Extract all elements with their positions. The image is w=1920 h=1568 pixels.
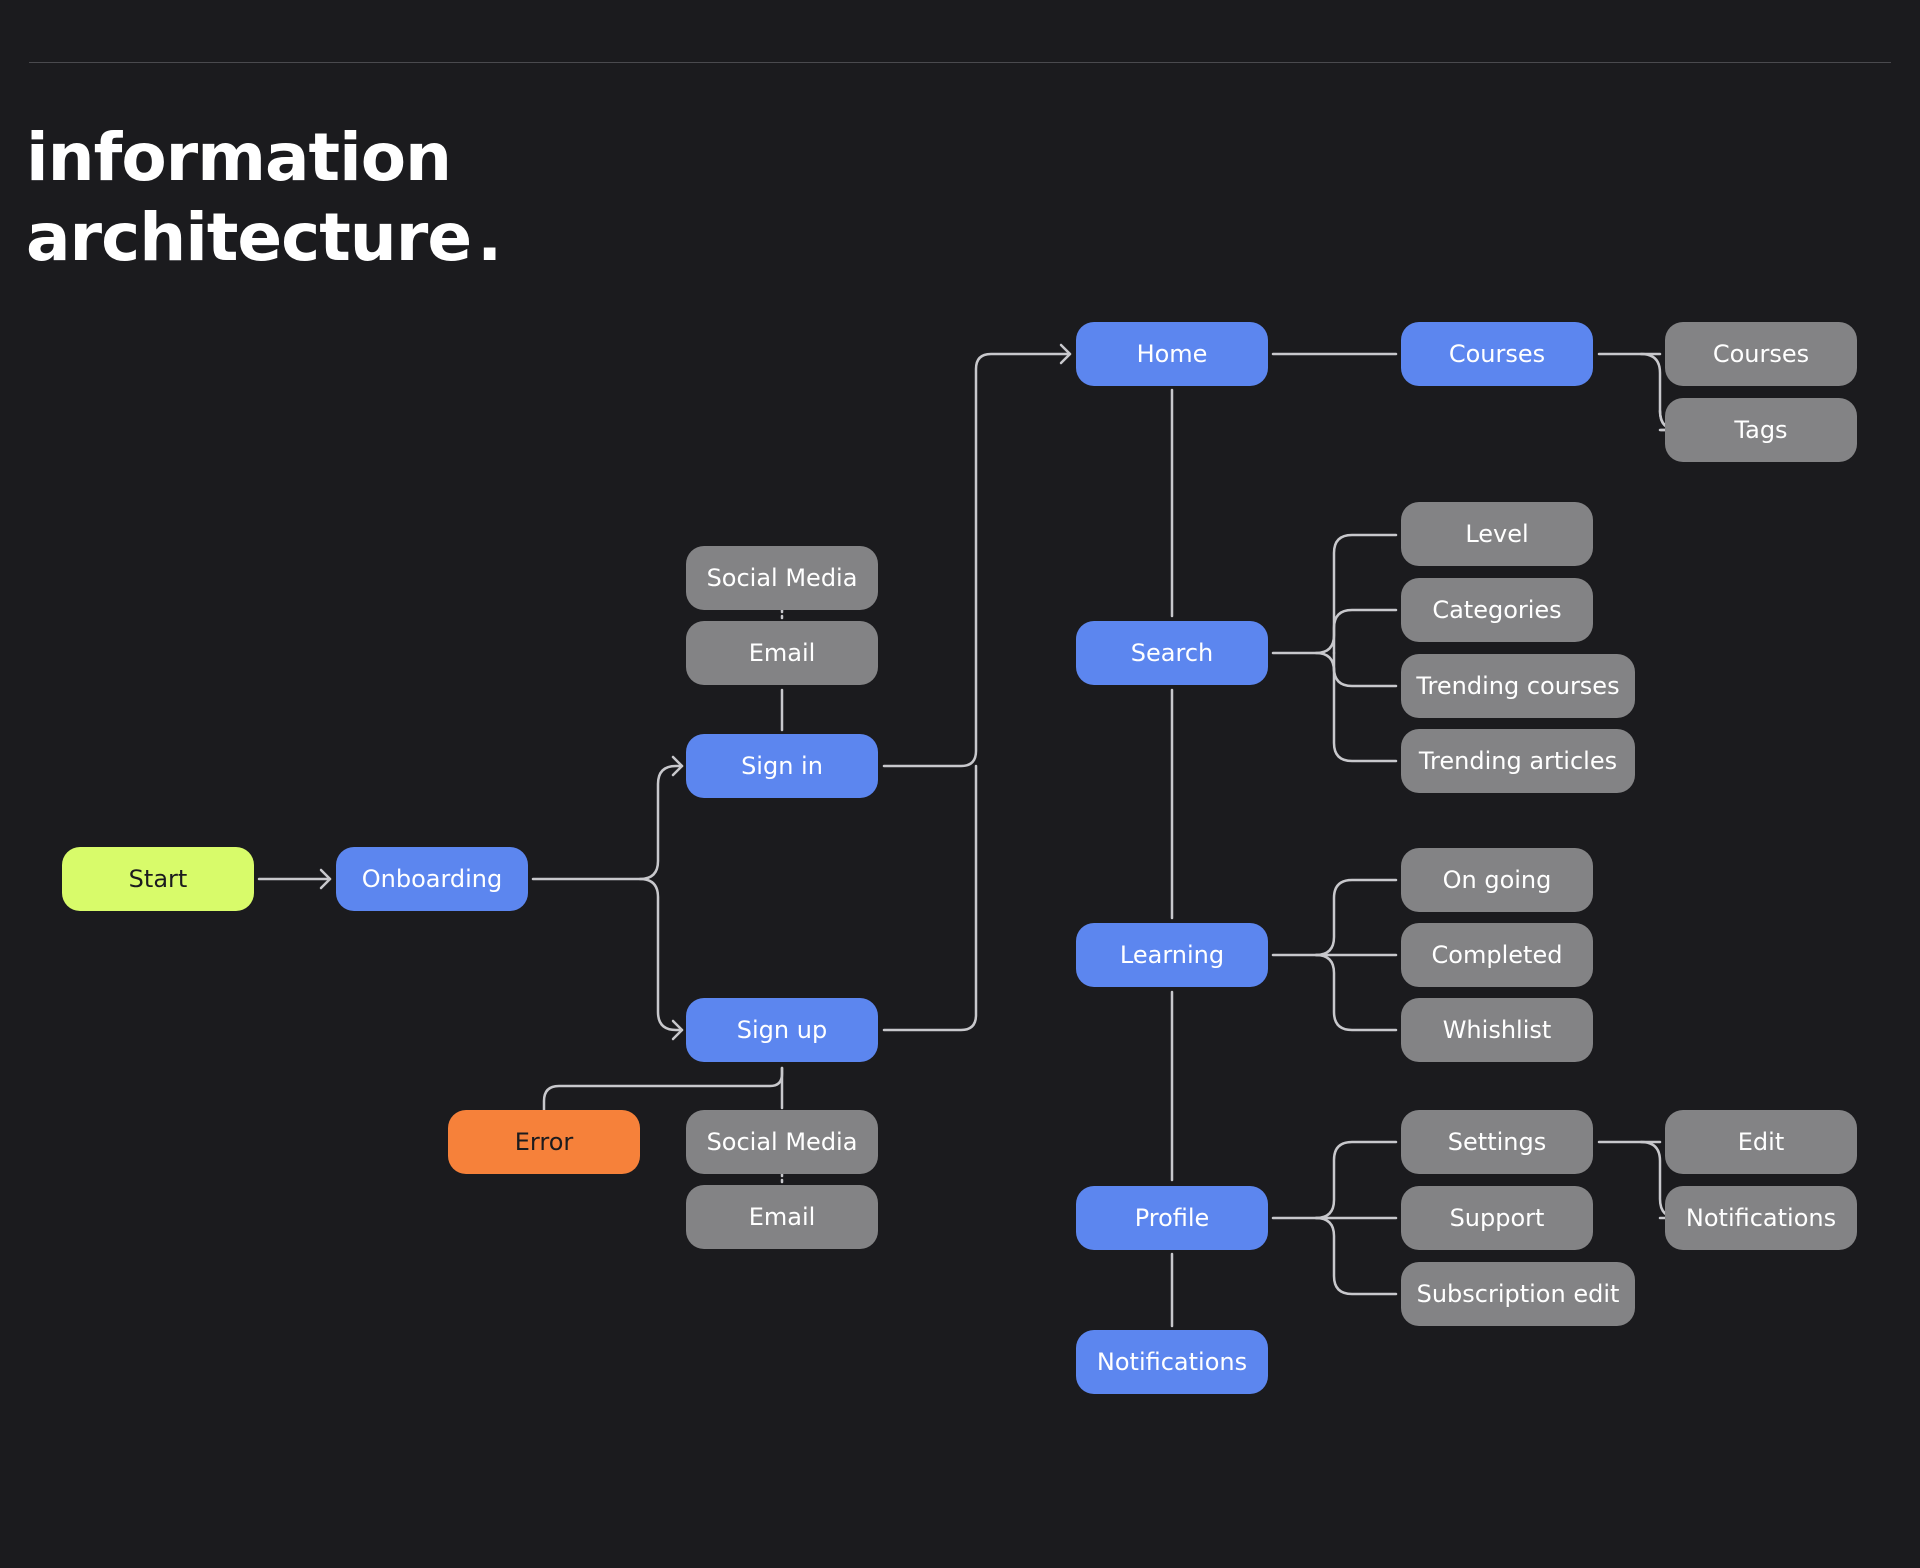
title-line-2: architecture [26,199,472,276]
connector-signup-home [882,764,978,1032]
completed-node[interactable]: Completed [1401,923,1593,987]
connector-profile-subscription [1314,1216,1398,1296]
start-node[interactable]: Start [62,847,254,911]
connector-learning-whishlist [1314,953,1398,1032]
connector-signin-home [882,352,1072,768]
connector-learning-ongoing [1271,878,1398,957]
signup-social-media-node[interactable]: Social Media [686,1110,878,1174]
arrowhead-signup [671,1019,684,1041]
signin-node[interactable]: Sign in [686,734,878,798]
signup-node[interactable]: Sign up [686,998,878,1062]
error-node[interactable]: Error [448,1110,640,1174]
trending-articles-node[interactable]: Trending articles [1401,729,1635,793]
categories-node[interactable]: Categories [1401,578,1593,642]
connector-onboarding-signup [638,877,684,1032]
level-node[interactable]: Level [1401,502,1593,566]
search-node[interactable]: Search [1076,621,1268,685]
learning-node[interactable]: Learning [1076,923,1268,987]
title-dot: . [477,199,502,276]
settings-notifications-node[interactable]: Notifications [1665,1186,1857,1250]
connector-onboarding-signin [531,764,684,881]
arrowhead-signin [671,755,684,777]
signin-social-media-node[interactable]: Social Media [686,546,878,610]
profile-node[interactable]: Profile [1076,1186,1268,1250]
connector-search-trending-courses [1314,651,1398,688]
subscription-edit-node[interactable]: Subscription edit [1401,1262,1635,1326]
settings-node[interactable]: Settings [1401,1110,1593,1174]
connector-search-trending-articles [1332,651,1398,763]
title-line-1: information [26,119,452,196]
arrowhead-home [1059,343,1072,365]
whishlist-node[interactable]: Whishlist [1401,998,1593,1062]
courses-node[interactable]: Courses [1401,322,1593,386]
connector-search-trunk [1271,533,1398,655]
home-node[interactable]: Home [1076,322,1268,386]
top-divider [29,62,1891,63]
support-node[interactable]: Support [1401,1186,1593,1250]
arrowhead-onboarding [319,868,332,890]
courses-tags-node[interactable]: Tags [1665,398,1857,462]
signup-email-node[interactable]: Email [686,1185,878,1249]
settings-edit-node[interactable]: Edit [1665,1110,1857,1174]
onboarding-node[interactable]: Onboarding [336,847,528,911]
connector-profile-settings [1271,1140,1398,1220]
on-going-node[interactable]: On going [1401,848,1593,912]
courses-courses-node[interactable]: Courses [1665,322,1857,386]
connector-signup-error [542,1066,784,1112]
trending-courses-node[interactable]: Trending courses [1401,654,1635,718]
connector-search-categories [1332,608,1398,655]
notifications-node[interactable]: Notifications [1076,1330,1268,1394]
signin-email-node[interactable]: Email [686,621,878,685]
